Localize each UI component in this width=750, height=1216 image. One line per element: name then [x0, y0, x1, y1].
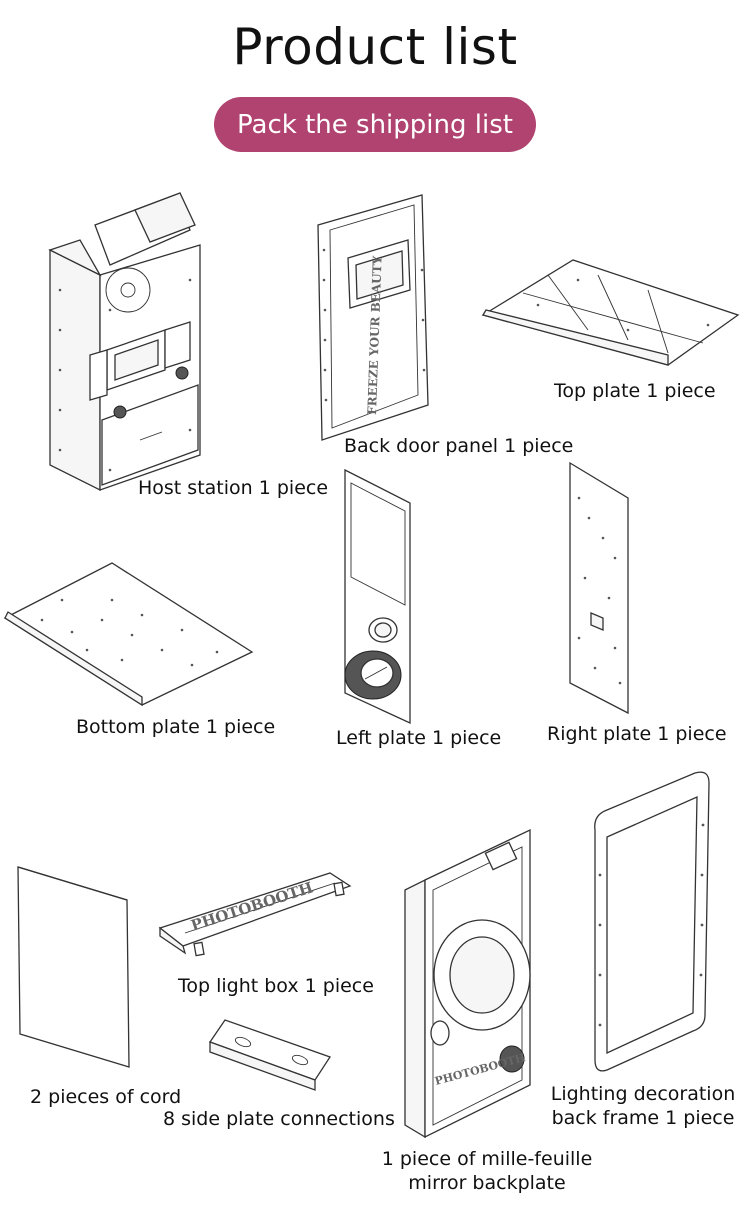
mirror-backplate-label-line1: 1 piece of mille-feuille	[381, 1148, 593, 1170]
left-plate-illustration	[344, 468, 411, 725]
top-light-box-illustration: PHOTOBOOTH	[158, 872, 352, 957]
cord-illustration	[17, 866, 130, 1068]
mirror-backplate-label-line2: mirror backplate	[408, 1172, 566, 1194]
lighting-frame-illustration	[594, 771, 710, 1072]
lightbox-stamp-text: PHOTOBOOTH	[189, 878, 316, 934]
lighting-frame-label-line1: Lighting decoration	[550, 1083, 736, 1105]
page-title: Product list	[232, 18, 518, 76]
top-plate-illustration	[481, 259, 740, 366]
lighting-frame-label-line2: back frame 1 piece	[551, 1107, 735, 1129]
back-door-panel-label: Back door panel 1 piece	[344, 435, 574, 457]
bottom-plate-label: Bottom plate 1 piece	[76, 716, 276, 738]
cord-label: 2 pieces of cord	[30, 1086, 182, 1108]
panel-stamp-text: FREEZE YOUR BEAUTY	[365, 255, 385, 415]
back-door-panel-illustration: FREEZE YOUR BEAUTY	[317, 194, 429, 441]
host-station-label: Host station 1 piece	[138, 477, 329, 499]
top-plate-label: Top plate 1 piece	[554, 380, 716, 402]
side-plate-connections-label: 8 side plate connections	[163, 1108, 395, 1130]
lighting-frame-label: Lighting decoration back frame 1 piece	[543, 1082, 743, 1130]
shipping-list-badge: Pack the shipping list	[214, 97, 536, 152]
side-plate-connector-illustration	[208, 1019, 331, 1091]
right-plate-label: Right plate 1 piece	[547, 723, 727, 745]
bottom-plate-illustration	[3, 562, 254, 707]
host-station-illustration	[48, 192, 201, 492]
left-plate-label: Left plate 1 piece	[336, 727, 502, 749]
right-plate-illustration	[569, 461, 629, 715]
top-light-box-label: Top light box 1 piece	[178, 975, 374, 997]
mirror-backplate-illustration: PHOTOBOOTH	[404, 828, 531, 1139]
mirror-backplate-label: 1 piece of mille-feuille mirror backplat…	[375, 1147, 599, 1195]
